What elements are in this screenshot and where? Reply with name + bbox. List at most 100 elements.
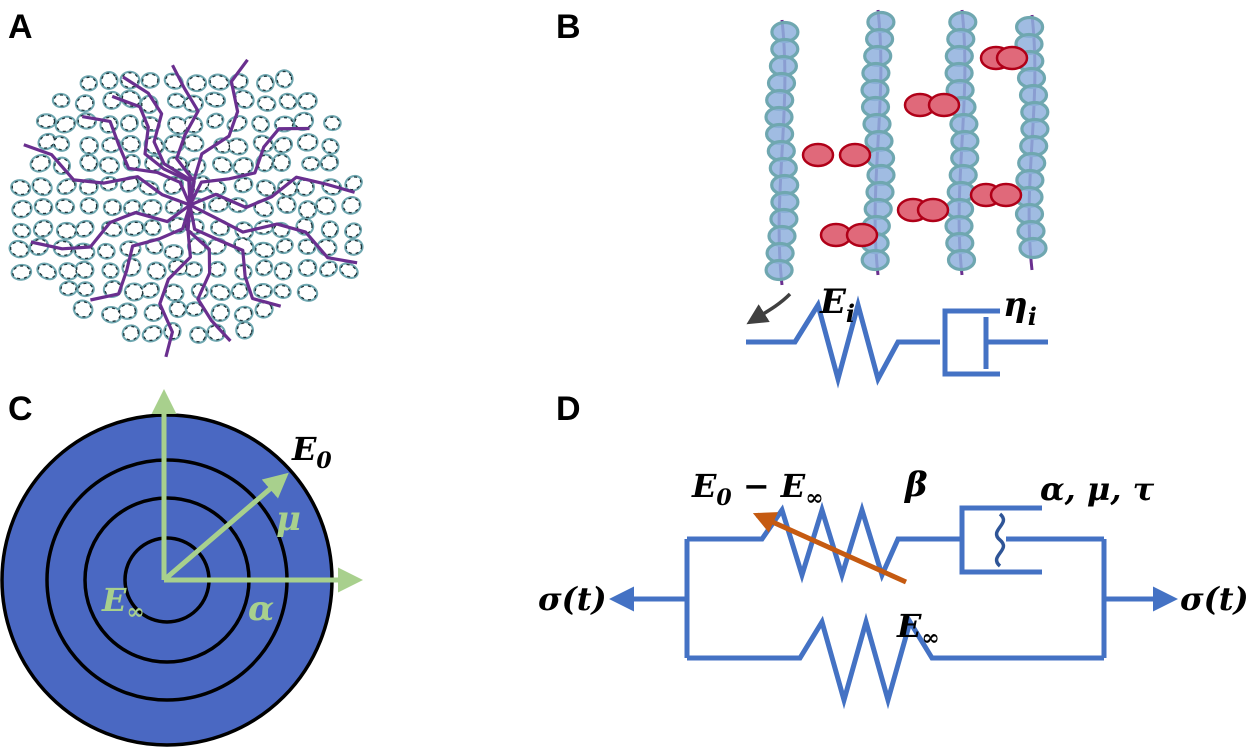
cell-texture <box>100 157 119 174</box>
cell-texture <box>57 179 76 194</box>
fiber <box>30 203 191 251</box>
cell-texture <box>345 176 362 191</box>
cell-texture <box>53 94 69 107</box>
axis-diagonal-arrow <box>162 472 289 582</box>
top-branch-spring <box>687 501 962 584</box>
cell-texture <box>213 157 232 173</box>
cell-texture <box>277 196 296 213</box>
cell-texture <box>257 75 274 92</box>
dashpot-piston <box>983 317 1048 369</box>
spring-ei <box>746 295 940 389</box>
cell-texture <box>342 197 361 214</box>
cell-texture <box>256 260 272 275</box>
dashpot-label: ηi <box>1003 285 1037 331</box>
cell-texture <box>299 201 316 218</box>
cell-texture <box>235 178 252 192</box>
cell-texture <box>60 281 77 295</box>
cell-texture <box>255 301 273 318</box>
panel-a-label: A <box>8 8 33 46</box>
chain-bead <box>764 258 794 282</box>
cell-texture <box>164 245 183 259</box>
cell-texture <box>254 201 273 216</box>
cell-texture <box>56 199 74 214</box>
cell-texture <box>184 135 203 151</box>
cell-texture <box>102 307 121 322</box>
cell-texture <box>299 239 316 254</box>
cell-texture <box>274 284 291 298</box>
fiber <box>188 126 310 206</box>
cell-texture <box>298 93 317 109</box>
cell-texture <box>187 75 206 91</box>
cell-texture <box>12 265 31 280</box>
fiber-chains <box>764 9 1050 286</box>
cell-texture <box>190 327 206 343</box>
cell-texture <box>228 138 247 155</box>
cell-texture <box>35 199 52 215</box>
panel-c-label: C <box>8 390 33 428</box>
variable-modulus-arrow <box>752 512 908 585</box>
cell-texture <box>11 180 30 196</box>
crosslink-blob <box>845 222 879 248</box>
cell-texture <box>212 304 229 321</box>
crosslink-blob <box>989 182 1023 208</box>
cell-texture <box>38 134 56 149</box>
mu-label: μ <box>276 499 301 539</box>
outer-modulus-label: E0 <box>291 430 332 474</box>
fiber <box>189 175 356 210</box>
panel-d-label: D <box>556 390 581 428</box>
cell-texture <box>322 139 339 154</box>
cell-texture <box>185 262 202 277</box>
zoom-pointer-arrow <box>746 292 792 325</box>
cell-texture <box>235 307 253 322</box>
cell-texture <box>209 262 226 277</box>
inner-modulus-label: E∞ <box>101 581 145 625</box>
cell-texture <box>81 198 98 214</box>
cell-texture <box>34 220 52 237</box>
cell-texture <box>142 73 159 88</box>
cell-texture <box>275 262 292 280</box>
cell-texture <box>235 90 254 108</box>
cell-texture <box>37 264 56 279</box>
cell-texture <box>168 117 187 134</box>
cell-texture <box>124 200 140 215</box>
fiber <box>188 58 249 206</box>
cell-texture <box>80 155 98 171</box>
springpot-piston <box>994 512 1006 568</box>
cell-texture <box>165 284 184 301</box>
cell-texture <box>118 303 137 319</box>
cell-texture <box>142 200 162 216</box>
cell-texture <box>277 239 293 253</box>
fiber <box>189 203 358 265</box>
cell-texture <box>57 223 77 239</box>
cell-texture <box>76 95 94 112</box>
cell-texture <box>186 302 203 316</box>
cell-texture <box>298 285 317 301</box>
cell-texture <box>74 300 93 318</box>
cell-texture <box>101 72 118 89</box>
parallel-modulus-label: E∞ <box>896 607 940 651</box>
stress-right-label: σ(t) <box>1180 580 1249 618</box>
cell-texture <box>170 301 186 317</box>
tissue-cell-cluster <box>8 58 364 358</box>
cell-texture <box>121 177 139 192</box>
crosslink-blob <box>995 45 1029 71</box>
springpot-cylinder <box>959 505 1042 575</box>
fiber <box>122 75 192 206</box>
cell-texture <box>104 200 121 215</box>
cell-texture <box>122 136 140 152</box>
cell-texture <box>123 325 139 341</box>
crosslinked-fiber-bundle <box>764 9 1050 286</box>
cell-texture <box>322 221 338 238</box>
cell-texture <box>9 241 29 257</box>
cell-texture <box>298 134 318 151</box>
cell-texture <box>274 137 292 153</box>
fractional-standard-linear-solid <box>609 501 1178 710</box>
cell-texture <box>321 155 338 171</box>
cell-texture <box>141 283 159 298</box>
cell-texture <box>76 262 93 278</box>
cell-texture <box>100 116 118 133</box>
cell-texture <box>294 113 313 130</box>
cell-texture <box>53 136 69 151</box>
crosslink-blob <box>927 92 961 118</box>
